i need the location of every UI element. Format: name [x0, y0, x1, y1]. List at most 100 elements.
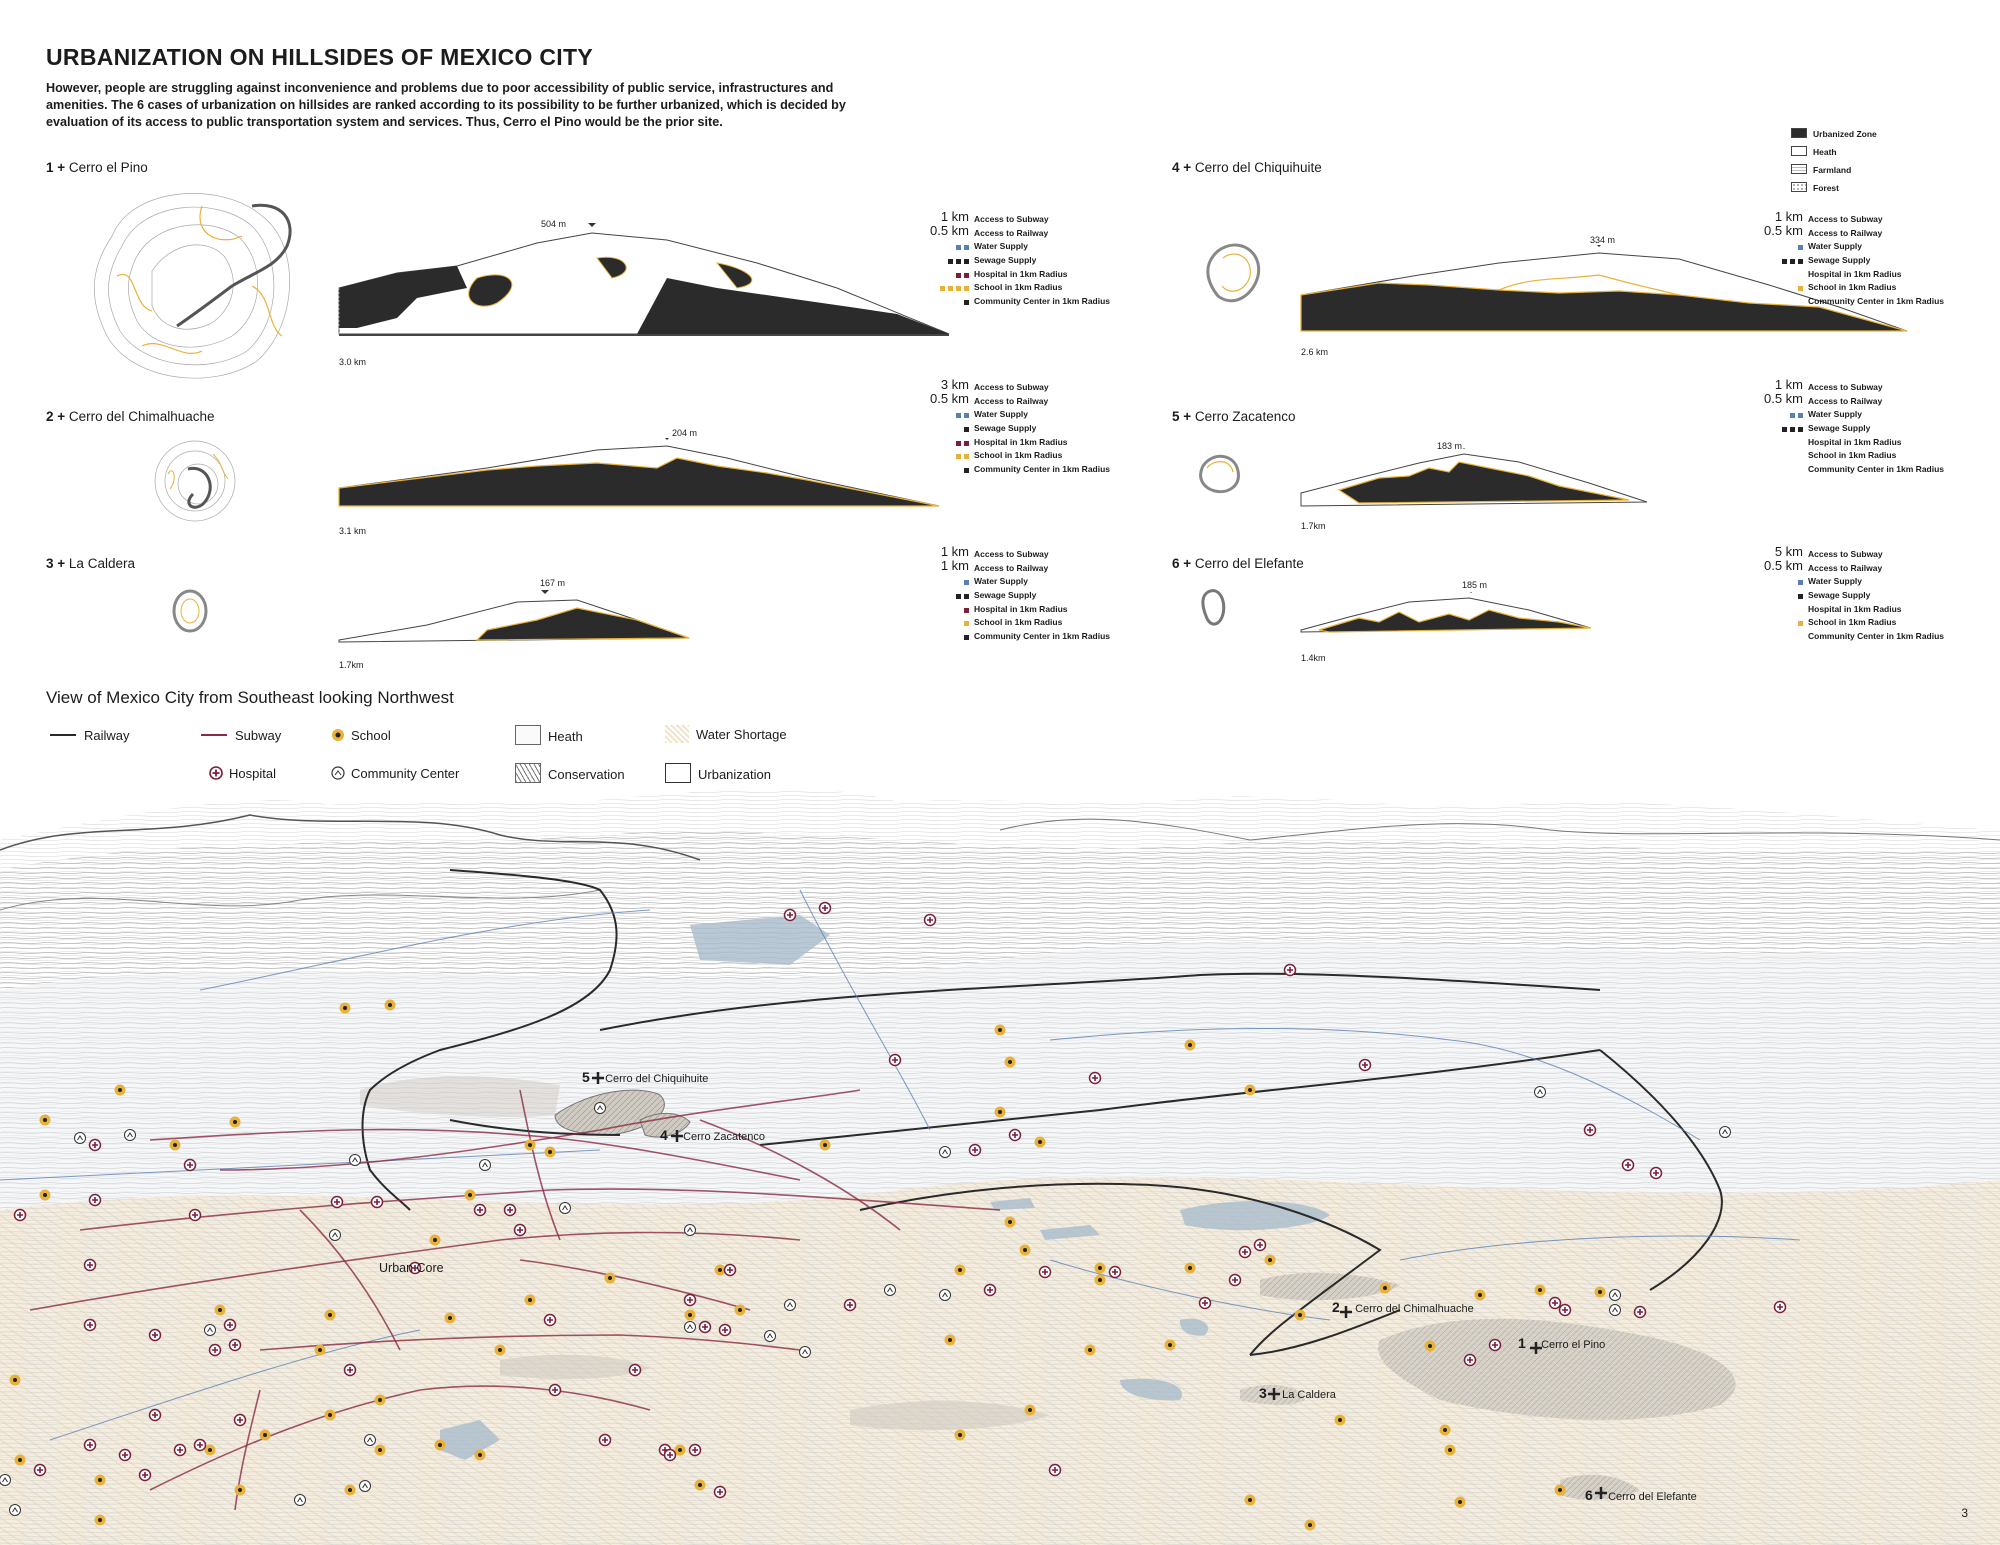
hospital-icon [138, 1468, 152, 1482]
map-label-zacatenco: 4 Cerro Zacatenco [660, 1127, 766, 1143]
site-3-plan [172, 589, 208, 633]
site-4-plan [1206, 243, 1261, 303]
school-icon [1454, 1496, 1466, 1508]
school-icon [1294, 1309, 1306, 1321]
site-3-width: 1.7km [339, 660, 364, 670]
hospital-icon [1548, 1296, 1562, 1310]
school-icon [1304, 1519, 1316, 1531]
conservation-swatch [515, 763, 541, 783]
community-center-icon [784, 1299, 796, 1311]
school-icon [1554, 1484, 1566, 1496]
map-label-urban-core: Urban Core [379, 1261, 444, 1275]
school-icon [344, 1484, 356, 1496]
community-center-icon [884, 1284, 896, 1296]
school-icon [429, 1234, 441, 1246]
school-icon [954, 1264, 966, 1276]
intro-paragraph: However, people are struggling against i… [46, 81, 846, 129]
urbanized-swatch [1791, 128, 1807, 138]
school-icon [204, 1444, 216, 1456]
legend-railway: Railway [50, 728, 130, 743]
hospital-icon [118, 1448, 132, 1462]
hospital-icon [983, 1283, 997, 1297]
site-4-section [1300, 245, 1908, 332]
school-icon [9, 1374, 21, 1386]
hospital-icon [683, 1293, 697, 1307]
school-icon [1424, 1340, 1436, 1352]
map-label-chimalhuache: 2 Cerro del Chimalhuache [1332, 1299, 1474, 1315]
hospital-icon [208, 1343, 222, 1357]
hospital-icon [513, 1223, 527, 1237]
school-icon [494, 1344, 506, 1356]
school-icon [14, 1454, 26, 1466]
hospital-icon [330, 1195, 344, 1209]
hospital-icon [1358, 1058, 1372, 1072]
hospital-icon [1633, 1305, 1647, 1319]
school-icon [714, 1264, 726, 1276]
school-icon [259, 1429, 271, 1441]
school-icon [734, 1304, 746, 1316]
hospital-icon [1198, 1296, 1212, 1310]
hospital-icon [713, 1485, 727, 1499]
hospital-icon [1488, 1338, 1502, 1352]
hospital-icon [1008, 1128, 1022, 1142]
legend-urbanization: Urbanization [665, 763, 771, 783]
school-icon [1094, 1274, 1106, 1286]
site-4-width: 2.6 km [1301, 347, 1329, 357]
hospital-icon [13, 1208, 27, 1222]
hospital-icon [663, 1448, 677, 1462]
hospital-icon [1283, 963, 1297, 977]
community-center-icon [349, 1154, 361, 1166]
school-icon [444, 1312, 456, 1324]
school-icon [694, 1479, 706, 1491]
school-icon [324, 1309, 336, 1321]
site-2-height: 204 m [672, 428, 698, 438]
site-6-height: 185 m [1462, 580, 1488, 590]
school-icon [1264, 1254, 1276, 1266]
map-label-elefante: 6 Cerro del Elefante [1585, 1487, 1697, 1503]
hospital-icon [173, 1443, 187, 1457]
school-icon [464, 1189, 476, 1201]
school-icon [39, 1114, 51, 1126]
legend-heath: Heath [515, 725, 583, 745]
site-4-label: 4 + Cerro del Chiquihuite [1172, 160, 1322, 175]
hospital-icon [1048, 1463, 1062, 1477]
community-center-icon [1719, 1126, 1731, 1138]
hospital-icon [1108, 1265, 1122, 1279]
community-center-icon [0, 1474, 11, 1486]
farmland-swatch [1791, 164, 1807, 174]
community-center-icon [684, 1224, 696, 1236]
hospital-icon [923, 913, 937, 927]
community-center-icon [294, 1494, 306, 1506]
school-icon [214, 1304, 226, 1316]
hospital-icon [83, 1258, 97, 1272]
school-icon [1004, 1056, 1016, 1068]
school-icon [954, 1429, 966, 1441]
community-center-icon [124, 1129, 136, 1141]
school-icon [1474, 1289, 1486, 1301]
hospital-icon [1649, 1166, 1663, 1180]
school-icon [1594, 1286, 1606, 1298]
site-2-label: 2 + Cerro del Chimalhuache [46, 409, 215, 424]
school-icon [374, 1394, 386, 1406]
school-icon [1244, 1494, 1256, 1506]
hospital-icon [1558, 1303, 1572, 1317]
site-2-section [338, 438, 940, 507]
school-icon [1034, 1136, 1046, 1148]
site-2-plan [154, 440, 236, 522]
hospital-icon [370, 1195, 384, 1209]
school-icon [1244, 1084, 1256, 1096]
site-1-plan [93, 193, 292, 379]
page-title: URBANIZATION ON HILLSIDES OF MEXICO CITY [46, 44, 593, 70]
map-label-chiquihuite: 5 Cerro del Chiquihuite [582, 1069, 709, 1085]
site-6-section [1300, 592, 1592, 633]
hospital-icon [543, 1313, 557, 1327]
hospital-icon [83, 1438, 97, 1452]
aerial-terrain-view [0, 790, 2000, 1545]
school-icon [1019, 1244, 1031, 1256]
view-title: View of Mexico City from Southeast looki… [46, 688, 454, 707]
hospital-icon [1621, 1158, 1635, 1172]
school-icon [604, 1272, 616, 1284]
